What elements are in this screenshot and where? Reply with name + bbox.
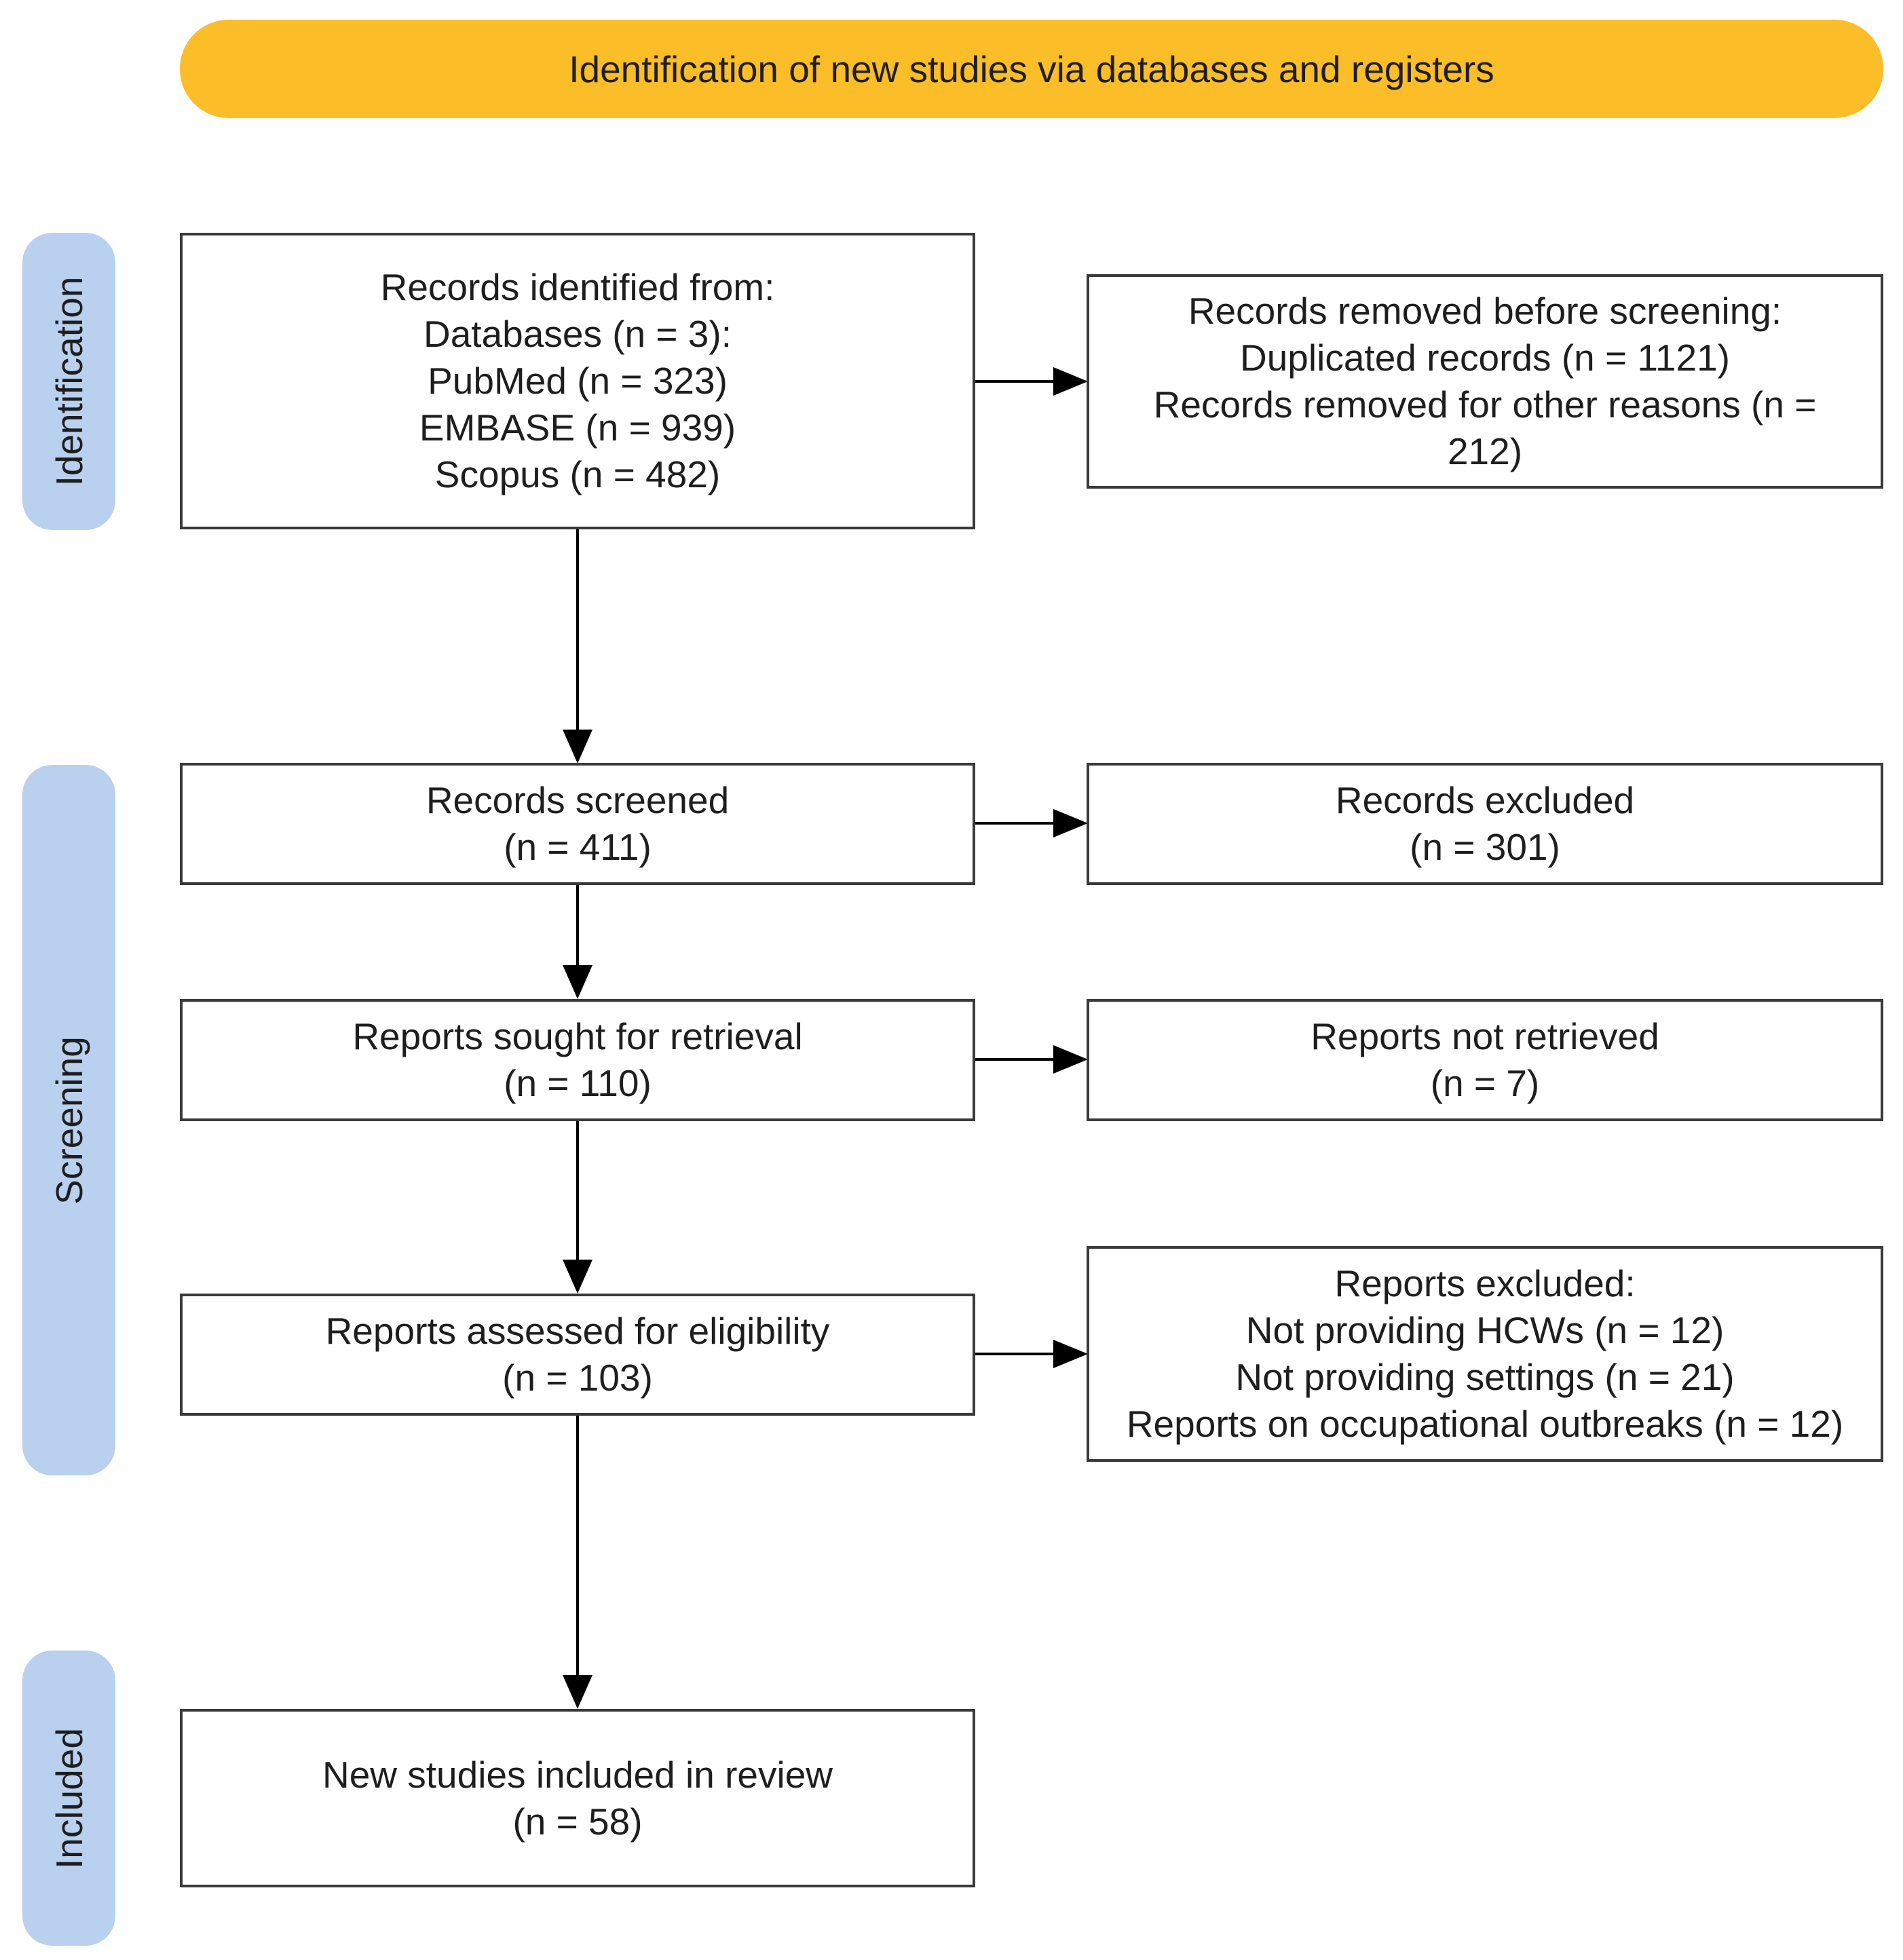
box-line: Databases (n = 3):: [423, 313, 732, 355]
box-line: EMBASE (n = 939): [419, 407, 736, 449]
box-title: Reports excluded:: [1334, 1262, 1636, 1304]
box-title: Reports sought for retrieval: [352, 1015, 803, 1057]
records-excluded-box: Records excluded (n = 301): [1087, 763, 1883, 885]
arrowhead: [1053, 809, 1088, 837]
box-count: (n = 411): [504, 826, 652, 868]
box-count: (n = 103): [502, 1357, 653, 1399]
box-line: Duplicated records (n = 1121): [1239, 337, 1730, 379]
studies-included-box: New studies included in review (n = 58): [180, 1709, 975, 1887]
phase-label-identification: Identification: [22, 233, 115, 530]
phase-label-included: Included: [22, 1651, 115, 1946]
arrowhead: [563, 730, 592, 764]
phase-label-screening: Screening: [22, 765, 115, 1475]
arrowhead: [1053, 367, 1088, 396]
arrowhead: [1053, 1340, 1088, 1368]
box-line: 212): [1447, 430, 1523, 472]
reports-excluded-box: Reports excluded: Not providing HCWs (n …: [1087, 1246, 1883, 1462]
box-line: Not providing HCWs (n = 12): [1245, 1309, 1725, 1351]
box-count: (n = 7): [1430, 1062, 1540, 1104]
arrowhead: [563, 965, 592, 999]
identification-header-banner: Identification of new studies via databa…: [180, 20, 1883, 118]
box-title: New studies included in review: [322, 1753, 833, 1796]
box-title: Records identified from:: [380, 266, 775, 308]
records-removed-box: Records removed before screening: Duplic…: [1087, 274, 1883, 489]
reports-assessed-box: Reports assessed for eligibility (n = 10…: [180, 1294, 975, 1416]
records-screened-box: Records screened (n = 411): [180, 763, 975, 885]
arrowhead: [1053, 1045, 1088, 1074]
arrowhead: [563, 1675, 592, 1709]
box-count: (n = 301): [1410, 826, 1560, 868]
arrowhead: [563, 1260, 592, 1294]
reports-not-retrieved-box: Reports not retrieved (n = 7): [1087, 999, 1883, 1121]
reports-sought-box: Reports sought for retrieval (n = 110): [180, 999, 975, 1121]
box-title: Reports assessed for eligibility: [325, 1310, 830, 1352]
box-title: Records excluded: [1335, 779, 1635, 821]
box-title: Records removed before screening:: [1188, 290, 1782, 332]
records-identified-box: Records identified from: Databases (n = …: [180, 233, 975, 529]
box-title: Reports not retrieved: [1311, 1015, 1659, 1057]
box-line: Not providing settings (n = 21): [1235, 1356, 1735, 1398]
box-line: Records removed for other reasons (n =: [1153, 383, 1817, 426]
box-line: PubMed (n = 323): [428, 360, 728, 402]
box-count: (n = 58): [512, 1800, 643, 1843]
box-title: Records screened: [426, 779, 730, 821]
box-line: Scopus (n = 482): [434, 453, 721, 495]
box-line: Reports on occupational outbreaks (n = 1…: [1126, 1403, 1844, 1445]
box-count: (n = 110): [504, 1062, 652, 1104]
header-title: Identification of new studies via databa…: [569, 48, 1494, 90]
